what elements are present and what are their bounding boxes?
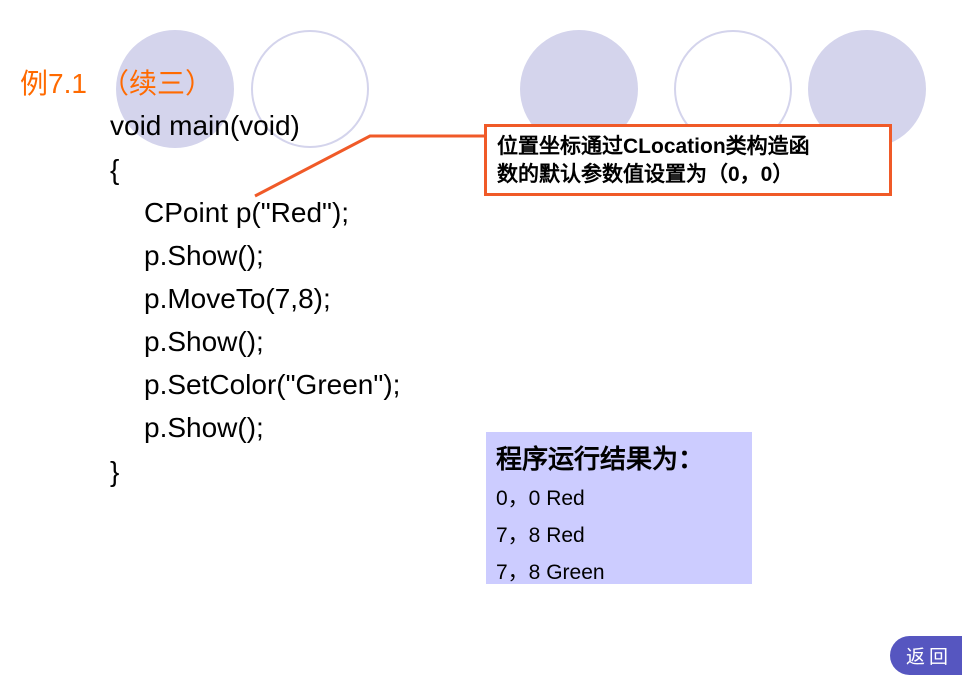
code-line: void main(void): [110, 110, 300, 141]
decor-circle-1: [116, 30, 234, 148]
code-line: p.SetColor("Green");: [144, 369, 401, 400]
back-button[interactable]: 返回: [890, 636, 962, 675]
code-line: p.Show();: [144, 412, 264, 443]
code-line: }: [110, 456, 120, 487]
result-box: 程序运行结果为： 0，0 Red 7，8 Red 7，8 Green: [486, 432, 752, 584]
result-line: 7，8 Green: [496, 561, 605, 584]
result-line: 7，8 Red: [496, 524, 585, 547]
callout-line: 数的默认参数值设置为（0，0）: [497, 163, 794, 186]
result-line: 0，0 Red: [496, 487, 585, 510]
code-line: p.Show();: [144, 240, 264, 271]
callout-line: 位置坐标通过CLocation类构造函: [497, 135, 810, 158]
result-heading: 程序运行结果为：: [496, 445, 705, 475]
code-line: CPoint p("Red");: [144, 197, 350, 228]
callout-box: 位置坐标通过CLocation类构造函 数的默认参数值设置为（0，0）: [484, 124, 892, 196]
title-number: 例7.1: [20, 68, 87, 99]
decor-circle-2: [251, 30, 369, 148]
slide-title: 例7.1 （续三）: [20, 62, 213, 102]
title-subtitle: （续三）: [100, 68, 213, 99]
code-line: {: [110, 154, 120, 185]
code-line: p.Show();: [144, 326, 264, 357]
code-line: p.MoveTo(7,8);: [144, 283, 331, 314]
